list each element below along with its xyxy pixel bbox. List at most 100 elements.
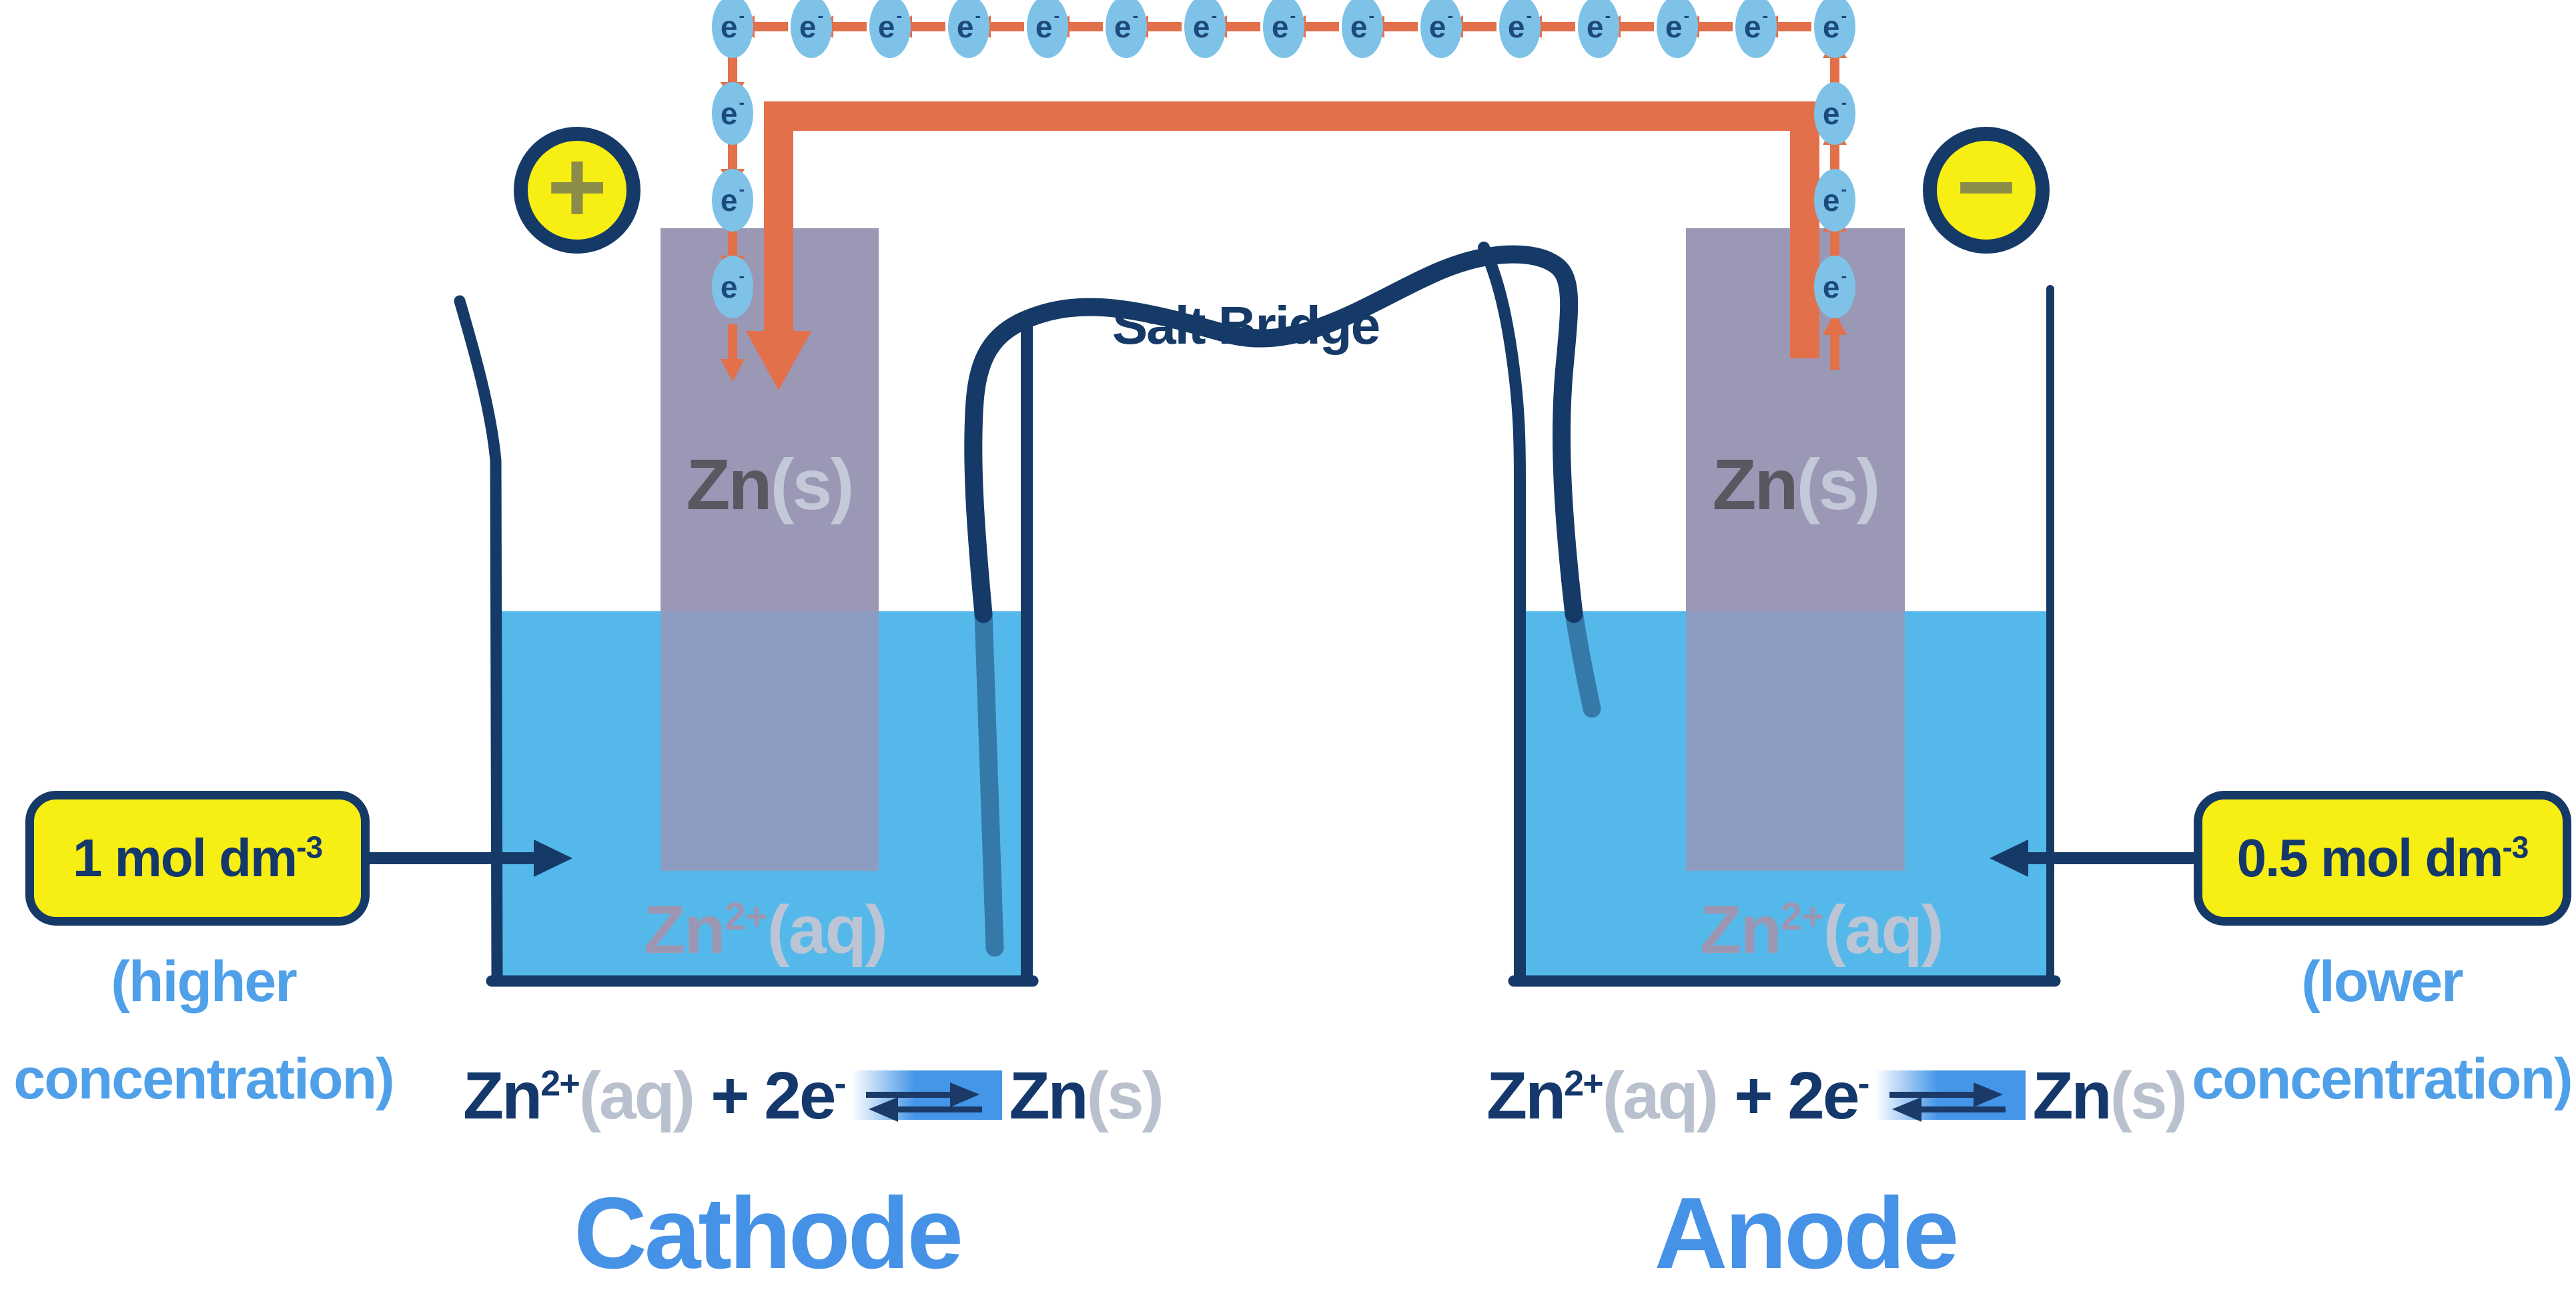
electron-icon: e - [1342,0,1383,58]
right-note-line1: (lower [2301,950,2463,1014]
eq-electrons: + 2e [1734,1058,1859,1133]
electrode-state: (s) [1796,444,1880,525]
left-beaker [454,295,1039,987]
concentration-exponent: -3 [296,830,323,865]
wire-arrowhead-icon [746,331,811,390]
eq-electrons: + 2e [711,1058,836,1133]
eq-product-state: (s) [1086,1058,1164,1133]
electron-charge: - [1683,5,1690,25]
right-solution-label: Zn2+(aq) [1700,895,1944,964]
electron-symbol: e [720,9,738,44]
eq-charge: 2+ [540,1063,580,1104]
electron-charge: - [1132,5,1139,25]
concentration-value: 0.5 mol dm-3 [2237,832,2529,885]
electron-charge: - [817,5,824,25]
left-note-line1: (higher [111,950,297,1014]
concentration-arrows [367,840,2195,877]
right-note-line2: concentration) [2192,1047,2573,1111]
right-half-equation: Zn2+(aq)+ 2e-Zn(s) [1486,1062,2188,1129]
eq-electron-charge: - [834,1063,846,1104]
ion-symbol: Zn [1700,892,1782,968]
electron-icon: e - [712,0,753,58]
electron-symbol: e [1428,9,1446,44]
electron-charge: - [896,5,903,25]
electron-symbol: e [1271,9,1289,44]
electron-icon: e - [712,82,753,145]
ion-charge: 2+ [724,895,768,938]
electron-symbol: e [720,270,738,304]
electron-charge: - [1841,5,1847,25]
eq-charge: 2+ [1564,1063,1604,1104]
electron-icon: e - [1499,0,1541,58]
salt-bridge-label: Salt Bridge [1112,296,1380,355]
electron-symbol: e [1822,9,1840,44]
electron-icon: e - [1263,0,1304,58]
electron-charge: - [1526,5,1533,25]
salt-bridge-tube [964,245,1583,623]
right-concentration-box: 0.5 mol dm-3 [2194,791,2571,926]
electrode-symbol: Zn [1712,444,1799,525]
left-electrode-label: Zn(s) [629,448,909,521]
wire [746,101,1819,390]
plus-icon: + [546,129,608,244]
electron-symbol: e [720,96,738,131]
concentration-base: 0.5 mol dm [2236,828,2504,888]
electron-symbol: e [877,9,895,44]
electron-symbol: e [1665,9,1683,44]
right-electrode [1686,228,1905,871]
electron-icon: e - [791,0,832,58]
electrode-state: (s) [770,444,854,525]
salt-bridge-submerged-tips [974,603,1601,957]
eq-product: Zn [1009,1058,1088,1133]
electron-icon: e - [869,0,911,58]
electron-symbol: e [1114,9,1132,44]
concentration-base: 1 mol dm [72,828,298,888]
electron-icon: e - [948,0,989,58]
eq-ion: Zn [463,1058,542,1133]
electron-charge: - [1368,5,1375,25]
electron-charge: - [1447,5,1454,25]
ion-symbol: Zn [644,892,726,968]
positive-terminal-badge: + [514,127,640,254]
electron-symbol: e [720,183,738,218]
electron-icon: e - [1814,0,1855,58]
eq-state: (aq) [578,1058,695,1133]
electron-symbol: e [1507,9,1525,44]
electrode-symbol: Zn [686,444,773,525]
right-concentration-arrow-icon [1990,840,2195,877]
electron-symbol: e [1192,9,1210,44]
left-concentration-arrow-icon [367,840,572,877]
electron-charge: - [1841,179,1847,199]
electron-charge: - [1053,5,1060,25]
electron-icon: e - [1814,169,1855,232]
electron-charge: - [739,179,745,199]
minus-icon: − [1956,129,2017,244]
anode-title: Anode [1654,1177,1960,1290]
electron-charge: - [1290,5,1296,25]
electron-symbol: e [1822,183,1840,218]
electron-icon: e - [1735,0,1777,58]
concentration-value: 1 mol dm-3 [73,830,323,885]
ion-state: (aq) [1823,892,1944,968]
electron-charge: - [975,5,981,25]
electron-symbol: e [1822,96,1840,131]
negative-terminal-badge: − [1923,127,2050,254]
electron-charge: - [1211,5,1218,25]
electron-charge: - [1841,92,1847,112]
left-electrode [661,228,879,871]
electron-icon: e - [1578,0,1619,58]
eq-state: (aq) [1602,1058,1719,1133]
electron-symbol: e [1350,9,1368,44]
electron-symbol: e [1586,9,1604,44]
left-note-line2: concentration) [13,1047,394,1111]
electron-icon: e - [1657,0,1698,58]
cathode-title: Cathode [574,1177,963,1290]
electron-charge: - [1605,5,1611,25]
ion-charge: 2+ [1780,895,1824,938]
electron-charge: - [1762,5,1769,25]
electron-symbol: e [1822,270,1840,304]
eq-product: Zn [2032,1058,2112,1133]
equilibrium-arrows-icon [851,1070,1003,1122]
electron-charge: - [739,92,745,112]
